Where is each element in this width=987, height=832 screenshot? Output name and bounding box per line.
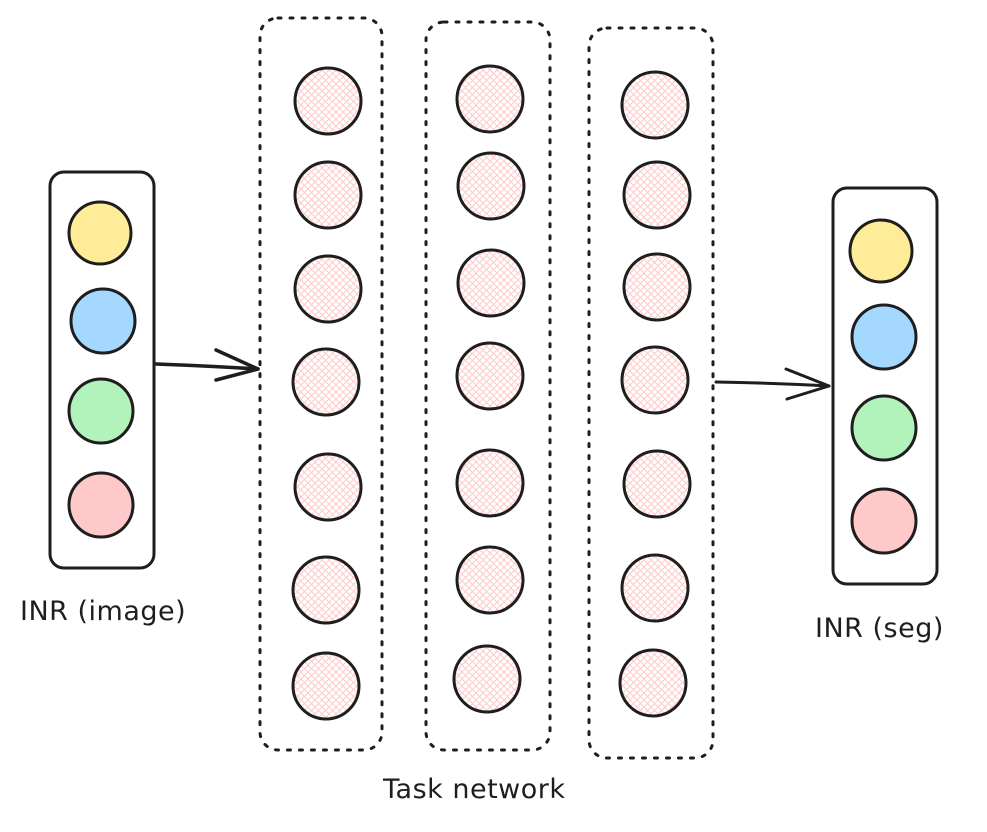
task-node	[291, 651, 361, 721]
task-node	[622, 160, 692, 230]
input-inr-box	[48, 170, 156, 570]
output-node-yellow	[848, 218, 914, 284]
task-node	[291, 555, 361, 625]
output-inr	[831, 186, 939, 586]
task-layer-2	[424, 20, 552, 752]
task-node	[456, 248, 526, 318]
arrow-task-to-output	[714, 367, 831, 401]
task-node	[293, 254, 363, 324]
arrow-input-to-task	[154, 348, 260, 382]
task-node	[618, 648, 688, 718]
task-layer-1	[258, 16, 384, 752]
task-node	[620, 70, 690, 140]
task-network	[258, 16, 715, 760]
task-node	[293, 160, 363, 230]
task-layer-3	[587, 26, 715, 760]
task-node	[293, 452, 363, 522]
task-node	[293, 66, 363, 136]
output-node-blue	[850, 303, 918, 371]
input-node-blue	[69, 287, 137, 355]
task-node	[452, 644, 522, 714]
task-layer-1-box	[258, 16, 384, 752]
task-node	[620, 345, 690, 415]
task-node	[622, 449, 692, 519]
task-layer-2-box	[424, 20, 552, 752]
input-node-green	[67, 377, 135, 445]
task-node	[291, 347, 361, 417]
task-node	[455, 64, 525, 134]
output-inr-label: INR (seg)	[815, 613, 944, 644]
task-node	[455, 448, 525, 518]
input-node-pink	[67, 471, 135, 539]
output-node-green	[850, 394, 918, 462]
input-node-yellow	[67, 200, 133, 266]
task-node	[455, 545, 525, 615]
task-node	[620, 553, 690, 623]
input-inr	[48, 170, 156, 570]
input-inr-label: INR (image)	[20, 596, 187, 627]
output-inr-box	[831, 186, 939, 586]
output-node-pink	[850, 487, 918, 555]
task-node	[455, 341, 525, 411]
task-node	[456, 151, 526, 221]
task-network-label: Task network	[383, 774, 566, 805]
task-node	[622, 252, 692, 322]
